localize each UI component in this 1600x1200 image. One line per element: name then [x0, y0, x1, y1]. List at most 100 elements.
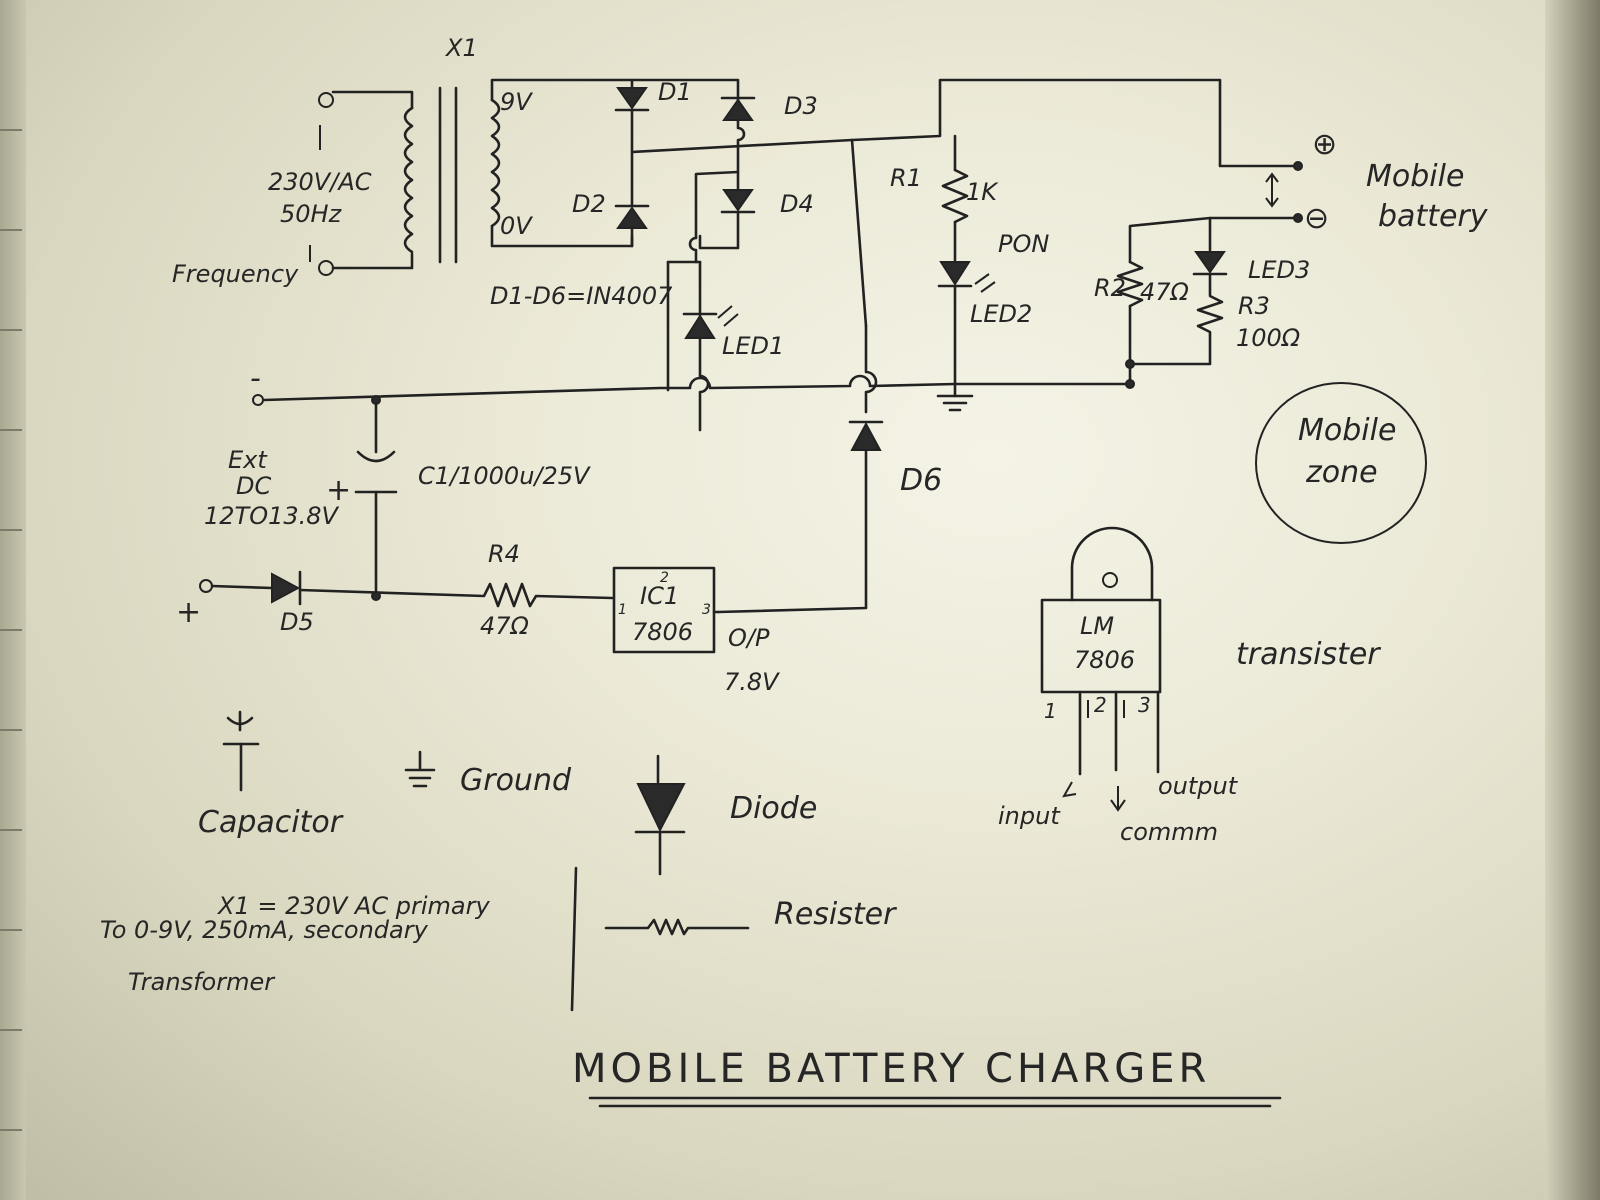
label-transister: transister — [1236, 637, 1381, 672]
label-led3: LED3 — [1248, 256, 1310, 284]
positive-rail — [850, 78, 1300, 168]
label-r2-value: 47Ω — [1140, 278, 1190, 306]
label-op-volt: 7.8V — [724, 668, 780, 696]
label-r1-value: 1K — [966, 178, 999, 206]
diode-d1 — [616, 87, 648, 110]
label-mobile-zone-2: zone — [1305, 455, 1378, 490]
label-pin2: 2 — [1094, 693, 1107, 717]
resistor-r4 — [298, 582, 614, 608]
label-led2: LED2 — [970, 300, 1032, 328]
legend — [222, 710, 1282, 1108]
ac-terminal-top — [318, 92, 334, 108]
mobile-zone-circle — [1255, 382, 1427, 544]
label-d4: D4 — [780, 190, 814, 218]
bridge-rectifier — [614, 78, 854, 392]
pos-terminal — [199, 579, 213, 593]
battery-plus-terminal — [1293, 161, 1303, 171]
label-ic1: IC1 — [640, 582, 679, 610]
capacitor-c1 — [356, 450, 396, 463]
ext-dc-input — [199, 395, 720, 654]
lm7806-package — [1040, 526, 1162, 812]
negative-rail — [262, 374, 1132, 402]
label-pos: + — [176, 595, 201, 630]
primary-coil — [403, 106, 414, 254]
diode-d3 — [722, 98, 754, 121]
resistor-r1 — [941, 168, 969, 224]
label-r4: R4 — [488, 540, 520, 568]
binder-ticks — [0, 129, 22, 1131]
notebook-margin — [0, 0, 26, 1200]
transformer — [309, 78, 740, 276]
label-x1: X1 — [444, 34, 478, 62]
label-lm-part: 7806 — [1074, 646, 1135, 674]
label-r3: R3 — [1238, 292, 1270, 320]
diagram-title: MOBILE BATTERY CHARGER — [572, 1046, 1210, 1092]
label-op: O/P — [728, 624, 770, 652]
resistor-r2 — [1116, 260, 1144, 308]
note-line-1: X1 = 230V AC primary — [216, 892, 490, 920]
label-pin3: 3 — [1138, 693, 1151, 717]
label-pin1: 1 — [1044, 699, 1057, 723]
label-mobile-zone-1: Mobile — [1298, 413, 1396, 448]
label-ic1-part: 7806 — [632, 618, 693, 646]
label-ic-pin1: 1 — [618, 602, 627, 618]
label-r2: R2 — [1094, 274, 1126, 302]
diode-d5 — [271, 572, 301, 604]
label-d3: D3 — [784, 92, 818, 120]
diode-d4 — [722, 189, 754, 212]
label-battery: battery — [1378, 199, 1489, 234]
label-r4-value: 47Ω — [480, 612, 530, 640]
page-edge-shadow — [1545, 0, 1600, 1200]
label-lm: LM — [1080, 612, 1114, 640]
label-comm: commm — [1120, 818, 1218, 846]
label-d1: D1 — [658, 78, 692, 106]
label-diode-spec: D1-D6=IN4007 — [490, 282, 673, 310]
legend-diode-label: Diode — [730, 791, 817, 826]
r1-led2-branch — [936, 134, 996, 412]
label-9v: 9V — [500, 88, 533, 116]
label-ic-pin2: 2 — [660, 570, 669, 586]
label-led1: LED1 — [722, 332, 784, 360]
label-r1: R1 — [890, 164, 922, 192]
d6-wire — [864, 324, 878, 414]
label-cap-plus: + — [326, 473, 351, 508]
ic1-7806 — [612, 566, 716, 654]
label-d6: D6 — [900, 463, 942, 498]
legend-diode-symbol — [636, 783, 686, 833]
label-frequency: Frequency — [172, 260, 299, 288]
label-ext-voltage: 12TO13.8V — [204, 502, 340, 530]
led1-diode — [684, 314, 716, 339]
label-50hz: 50Hz — [280, 200, 343, 228]
diode-d2 — [616, 206, 648, 229]
battery-minus-terminal — [1293, 213, 1303, 223]
neg-terminal — [252, 394, 264, 406]
battery-branch — [1116, 161, 1303, 389]
label-ic-pin3: 3 — [702, 602, 711, 618]
led3-diode — [1194, 251, 1226, 274]
diode-d6 — [850, 421, 882, 451]
label-plus: ⊕ — [1312, 127, 1337, 162]
label-c1: C1/1000u/25V — [418, 462, 591, 490]
label-0v: 0V — [500, 212, 533, 240]
label-minus: ⊖ — [1304, 201, 1329, 236]
d6-output-wire — [716, 448, 868, 614]
note-line-2: To 0-9V, 250mA, secondary — [100, 916, 429, 944]
label-230v: 230V/AC — [268, 168, 372, 196]
label-neg: - — [250, 361, 261, 396]
label-d2: D2 — [572, 190, 606, 218]
legend-resistor-symbol — [604, 918, 750, 936]
label-pon: PON — [998, 230, 1049, 258]
divider-line — [570, 866, 578, 1012]
legend-capacitor-label: Capacitor — [198, 805, 344, 840]
label-ext: Ext — [228, 446, 268, 474]
legend-ground-label: Ground — [460, 763, 572, 798]
note-line-3: Transformer — [128, 968, 276, 996]
label-output: output — [1158, 772, 1239, 800]
label-dc: DC — [236, 472, 271, 500]
label-mobile: Mobile — [1366, 159, 1464, 194]
label-r3-value: 100Ω — [1236, 324, 1301, 352]
label-input: input — [998, 802, 1061, 830]
led2-diode — [939, 261, 971, 286]
